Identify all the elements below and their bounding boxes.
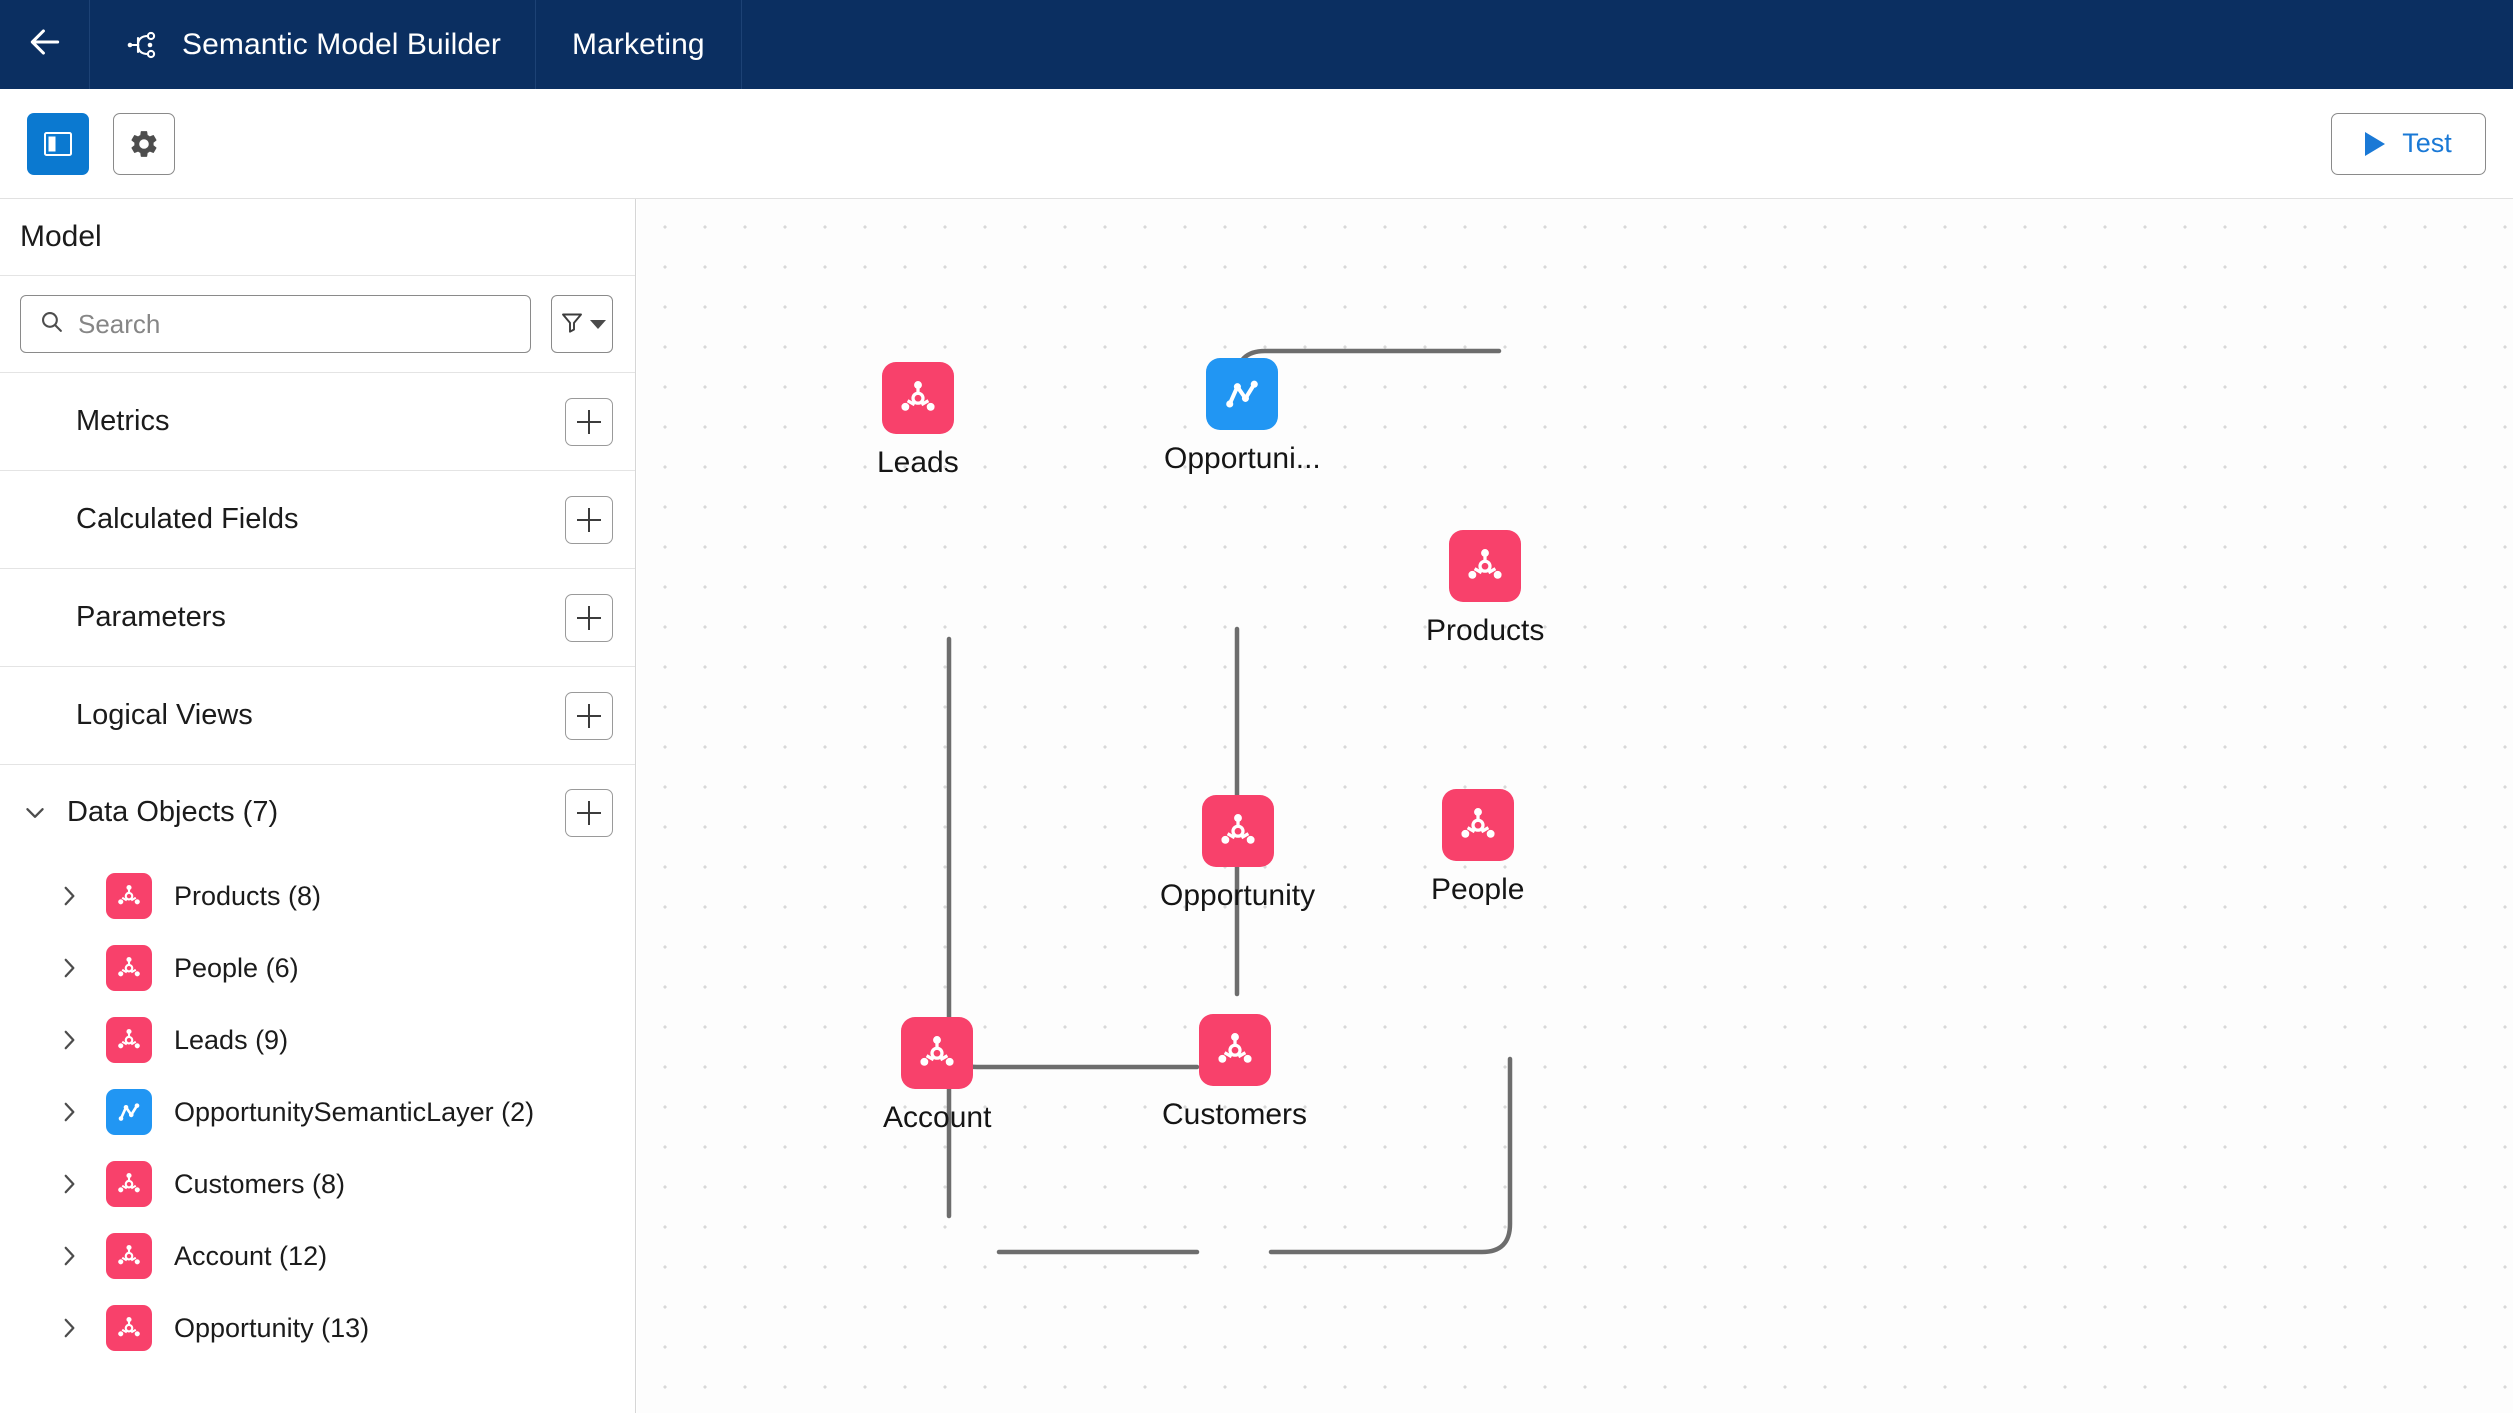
test-button[interactable]: Test [2331, 112, 2486, 175]
data-object-label: People (6) [174, 952, 299, 983]
data-object-item[interactable]: Leads (9) [0, 1004, 635, 1076]
sidebar-section-metrics[interactable]: Metrics [0, 372, 635, 470]
edge-customers-people [1268, 1056, 1513, 1255]
workspace-label: Marketing [572, 27, 705, 61]
chevron-right-icon[interactable] [54, 1313, 84, 1343]
data-object-icon [1449, 530, 1522, 602]
data-object-icon [106, 873, 152, 919]
data-objects-label: Data Objects (7) [67, 796, 279, 828]
sidebar-section-parameters[interactable]: Parameters [0, 568, 635, 666]
data-object-label: OpportunitySemanticLayer (2) [174, 1096, 535, 1127]
filter-button[interactable] [551, 295, 613, 353]
sidebar-section-data-objects[interactable]: Data Objects (7) [0, 764, 635, 860]
section-label: Metrics [76, 405, 170, 437]
canvas-node-label: Opportunity [1160, 879, 1316, 912]
data-object-icon [106, 1161, 152, 1207]
model-sidebar: Model Metrics Calculated Fields [0, 199, 636, 1413]
play-icon [2365, 131, 2386, 156]
data-object-icon [1201, 795, 1274, 867]
canvas-node-customers[interactable]: Customers [1162, 1014, 1307, 1132]
section-label: Calculated Fields [76, 503, 299, 535]
sidebar-panel-icon [43, 131, 73, 157]
settings-button[interactable] [113, 112, 175, 175]
data-object-item[interactable]: Products (8) [0, 860, 635, 932]
canvas-node-account[interactable]: Account [883, 1017, 991, 1135]
app-title: Semantic Model Builder [182, 27, 502, 61]
add-calculated-field-button[interactable] [565, 495, 613, 544]
data-object-item[interactable]: People (6) [0, 932, 635, 1004]
semantic-network-icon [124, 27, 160, 63]
data-object-icon [106, 1305, 152, 1351]
canvas-node-label: Leads [877, 446, 959, 479]
chevron-right-icon[interactable] [54, 1097, 84, 1127]
tab-marketing[interactable]: Marketing [536, 0, 742, 89]
chevron-right-icon[interactable] [54, 1169, 84, 1199]
sidebar-section-logical-views[interactable]: Logical Views [0, 666, 635, 764]
add-metric-button[interactable] [565, 397, 613, 446]
canvas-node-oppsemantic[interactable]: Opportuni... [1164, 358, 1321, 476]
data-object-item[interactable]: OpportunitySemanticLayer (2) [0, 1076, 635, 1148]
data-object-icon [1198, 1014, 1271, 1086]
canvas-node-products[interactable]: Products [1426, 530, 1544, 648]
data-object-icon [881, 362, 954, 434]
chevron-right-icon[interactable] [54, 1241, 84, 1271]
test-button-label: Test [2402, 128, 2452, 158]
chevron-right-icon[interactable] [54, 881, 84, 911]
toolbar: Test [0, 89, 2513, 199]
search-box[interactable] [20, 295, 531, 353]
arrow-left-icon [26, 23, 64, 66]
canvas-node-people[interactable]: People [1431, 789, 1524, 907]
data-object-icon [1441, 789, 1514, 861]
top-navigation-bar: Semantic Model Builder Marketing [0, 0, 2513, 89]
canvas-node-label: People [1431, 873, 1525, 906]
canvas-node-leads[interactable]: Leads [877, 362, 959, 480]
search-input[interactable] [78, 308, 512, 340]
add-logical-view-button[interactable] [565, 691, 613, 740]
canvas-node-label: Products [1426, 614, 1545, 647]
section-label: Logical Views [76, 699, 253, 731]
toggle-sidebar-button[interactable] [27, 112, 89, 175]
gear-icon [128, 128, 160, 160]
chevron-right-icon[interactable] [54, 1025, 84, 1055]
data-object-label: Products (8) [174, 880, 322, 911]
filter-icon [559, 310, 585, 339]
data-object-icon [901, 1017, 974, 1089]
semantic-layer-icon [106, 1089, 152, 1135]
sidebar-section-calculated-fields[interactable]: Calculated Fields [0, 470, 635, 568]
sidebar-title: Model [0, 199, 635, 276]
chevron-down-icon [589, 319, 606, 329]
data-object-label: Leads (9) [174, 1024, 289, 1055]
data-object-label: Account (12) [174, 1240, 328, 1271]
data-object-item[interactable]: Opportunity (13) [0, 1292, 635, 1364]
sidebar-search-row [0, 276, 635, 372]
data-object-item[interactable]: Account (12) [0, 1220, 635, 1292]
data-object-label: Customers (8) [174, 1168, 346, 1199]
canvas-node-label: Opportuni... [1164, 442, 1321, 475]
chevron-down-icon [20, 798, 50, 828]
canvas-node-label: Account [883, 1101, 992, 1134]
add-parameter-button[interactable] [565, 593, 613, 642]
data-objects-list: Products (8) People (6) Leads (9) Opportuni… [0, 860, 635, 1364]
add-data-object-button[interactable] [565, 788, 613, 837]
data-object-icon [106, 1017, 152, 1063]
data-object-label: Opportunity (13) [174, 1312, 370, 1343]
canvas-node-label: Customers [1162, 1098, 1308, 1131]
data-object-item[interactable]: Customers (8) [0, 1148, 635, 1220]
back-button[interactable] [0, 0, 90, 89]
tab-semantic-model-builder[interactable]: Semantic Model Builder [90, 0, 537, 89]
semantic-layer-icon [1206, 358, 1279, 430]
data-object-icon [106, 945, 152, 991]
section-label: Parameters [76, 601, 226, 633]
chevron-right-icon[interactable] [54, 953, 84, 983]
canvas-node-opportunity[interactable]: Opportunity [1160, 795, 1315, 913]
search-icon [39, 309, 64, 339]
data-object-icon [106, 1233, 152, 1279]
